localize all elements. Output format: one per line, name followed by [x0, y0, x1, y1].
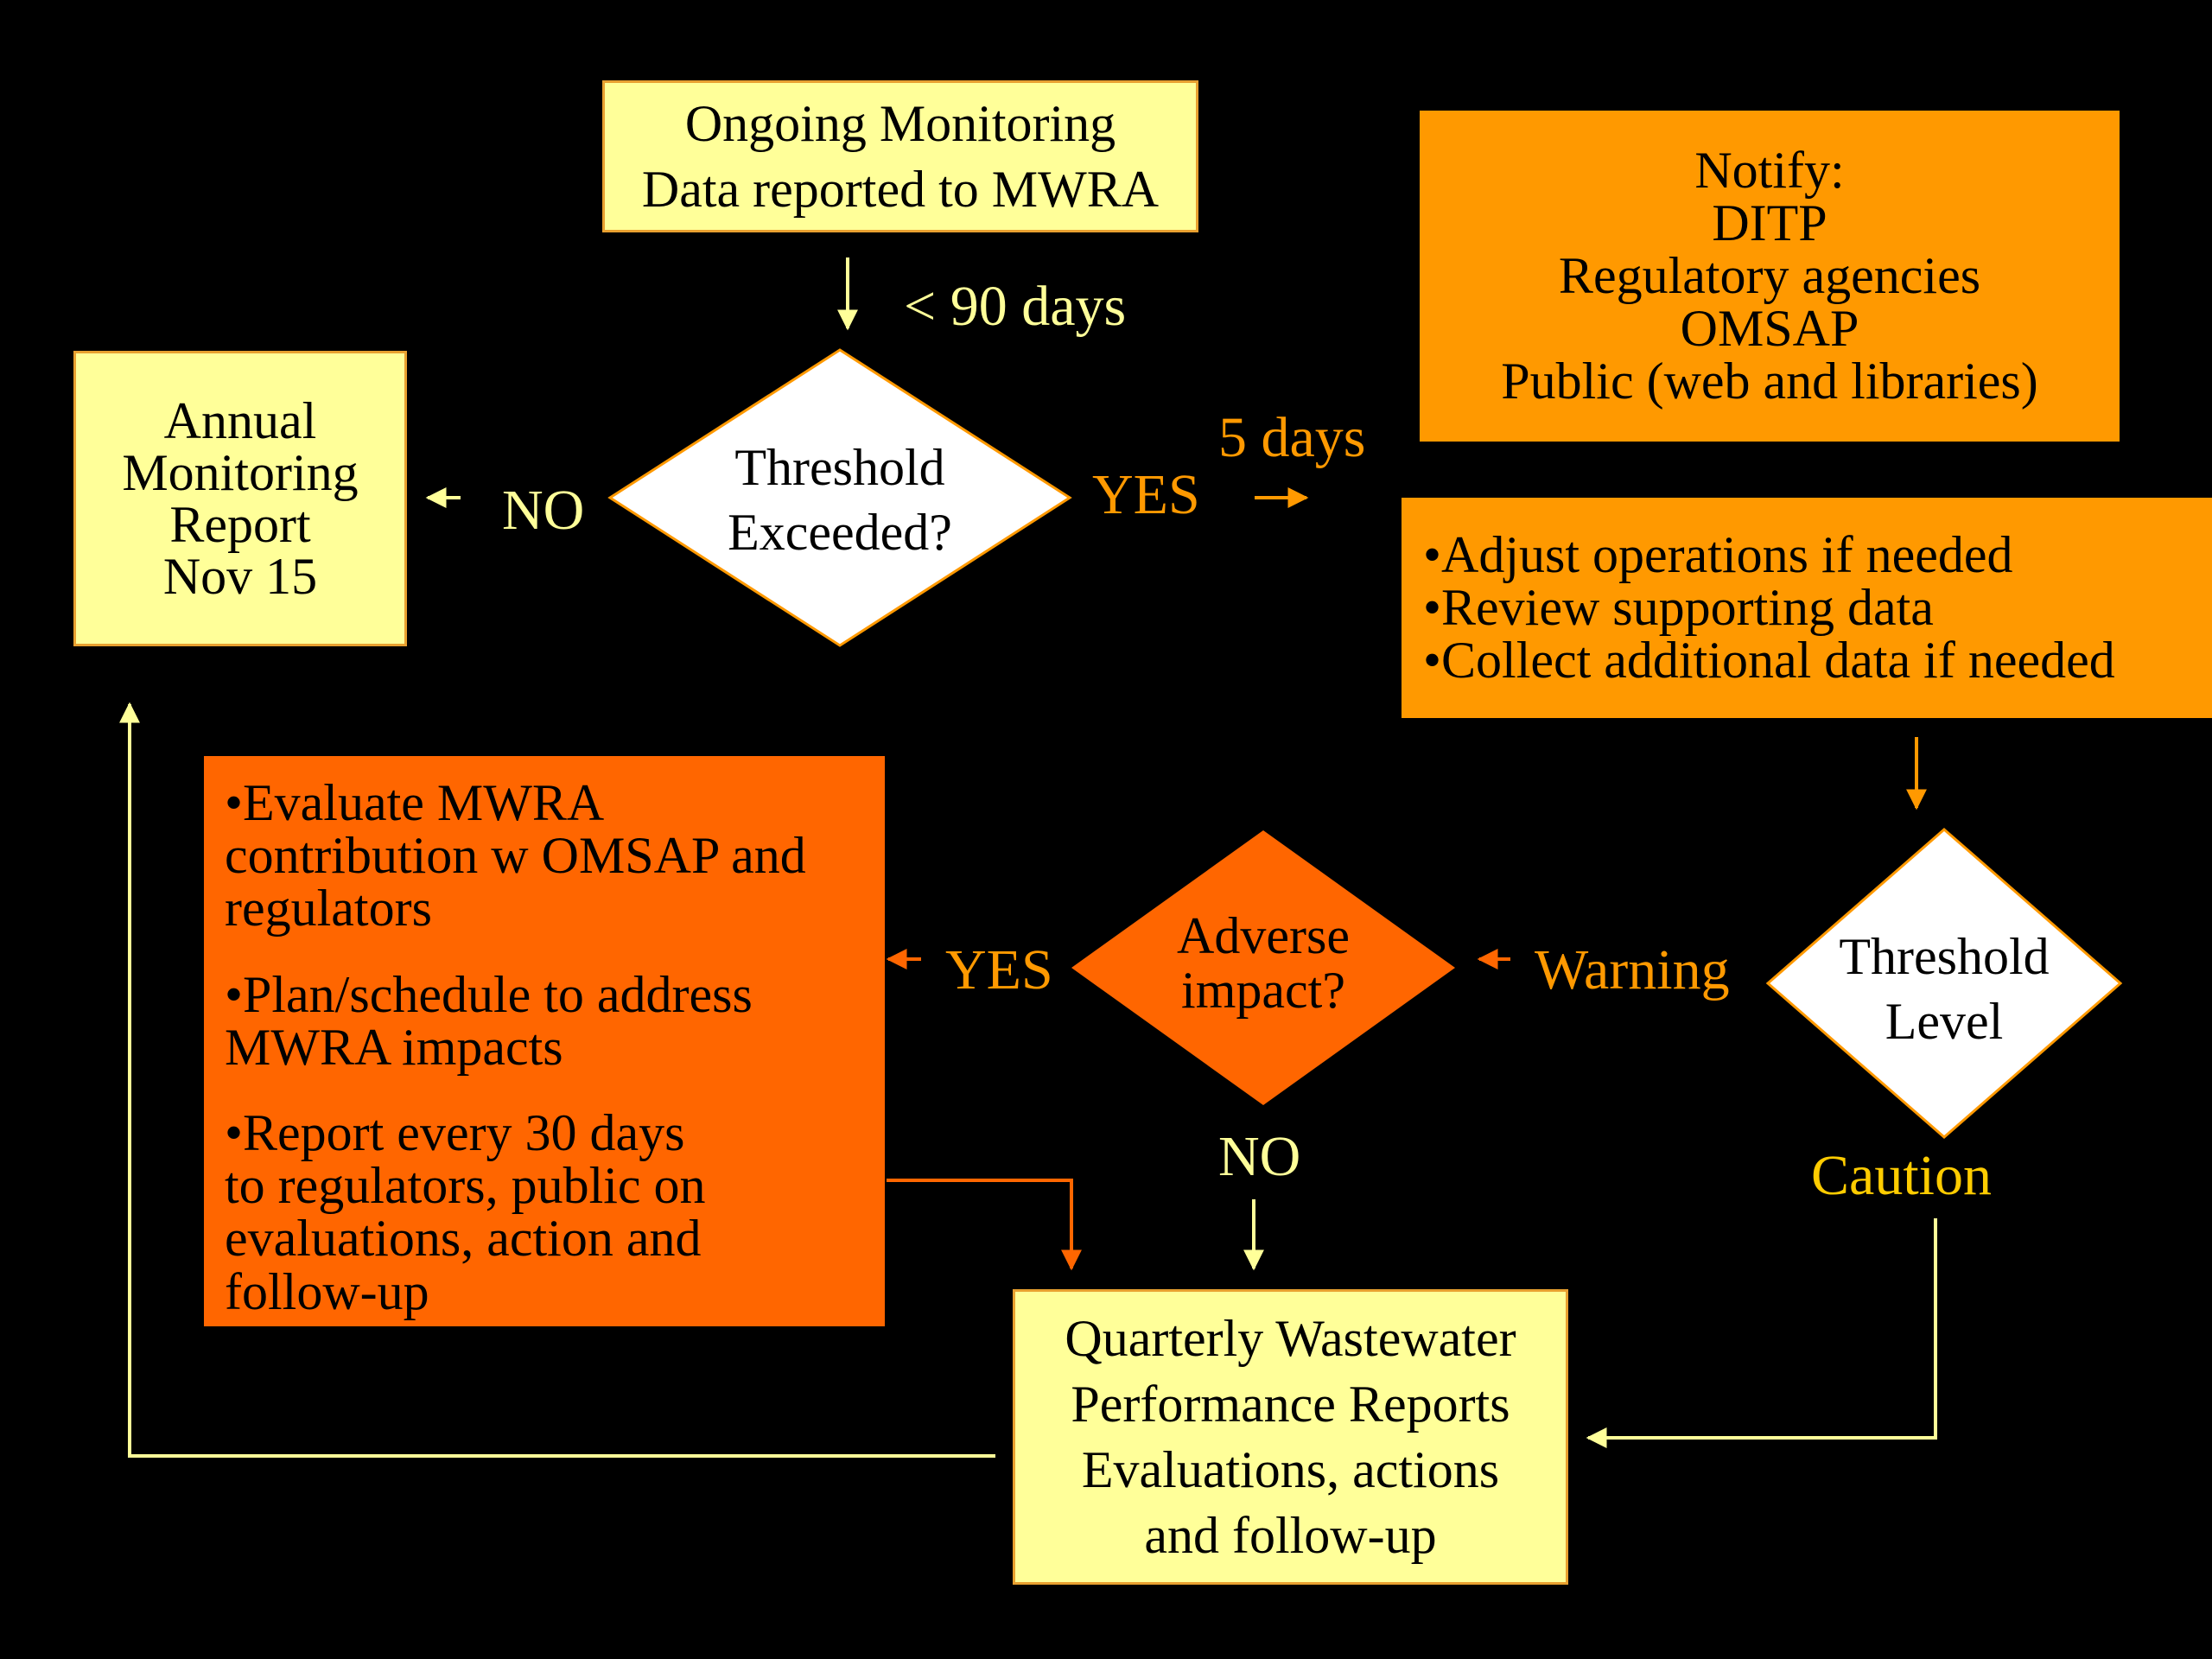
ongoing-line1: Ongoing Monitoring — [684, 94, 1116, 152]
adverse-impact-diamond — [1071, 830, 1455, 1105]
arrow-quarterly-to-annual — [119, 702, 995, 1458]
quarterly-line3: Evaluations, actions — [1081, 1441, 1500, 1498]
notify-box: Notify: DITP Regulatory agencies OMSAP P… — [1420, 111, 2120, 442]
evaluate-p2-line1: •Plan/schedule to address — [225, 965, 753, 1023]
ongoing-line2: Data reported to MWRA — [641, 161, 1160, 218]
yes-bottom-label: YES — [945, 938, 1053, 1001]
quarterly-line1: Quarterly Wastewater — [1065, 1309, 1516, 1367]
quarterly-reports-box: Quarterly Wastewater Performance Reports… — [1013, 1289, 1568, 1585]
evaluate-p1-line3: regulators — [225, 880, 432, 938]
caution-label: Caution — [1811, 1144, 1992, 1207]
notify-line3: Regulatory agencies — [1558, 246, 1981, 304]
ongoing-monitoring-box: Ongoing Monitoring Data reported to MWRA — [602, 80, 1198, 232]
threshold-level-line1: Threshold — [1839, 928, 2050, 985]
evaluate-p2-line2: MWRA impacts — [225, 1018, 563, 1076]
adjust-item1: •Adjust operations if needed — [1423, 525, 2013, 583]
notify-line2: DITP — [1712, 194, 1827, 251]
arrow-caution-to-quarterly — [1586, 1218, 1937, 1448]
threshold-exceeded-text: Threshold Exceeded? — [667, 435, 1013, 565]
evaluate-p1-line1: •Evaluate MWRA — [225, 774, 605, 831]
threshold-exceeded-diamond — [607, 348, 1072, 647]
threshold-level-text: Threshold Level — [1771, 925, 2117, 1054]
adverse-line2: impact? — [1181, 962, 1345, 1019]
yes-top-label: YES — [1092, 463, 1200, 526]
notify-line4: OMSAP — [1680, 300, 1859, 358]
quarterly-line4: and follow-up — [1144, 1507, 1437, 1565]
annual-line3: Report — [169, 496, 311, 553]
annual-line4: Nov 15 — [162, 548, 318, 605]
annual-line2: Monitoring — [122, 444, 359, 501]
evaluate-p1-line2: contribution w OMSAP and — [225, 827, 806, 885]
quarterly-line2: Performance Reports — [1071, 1375, 1510, 1433]
threshold-exceeded-line1: Threshold — [734, 439, 945, 496]
adjust-item3: •Collect additional data if needed — [1423, 632, 2115, 690]
threshold-level-line2: Level — [1885, 993, 2004, 1050]
notify-line5: Public (web and libraries) — [1501, 353, 2038, 410]
annual-report-box: Annual Monitoring Report Nov 15 — [73, 351, 407, 646]
notify-line1: Notify: — [1694, 141, 1845, 199]
adverse-impact-text: Adverse impact? — [1090, 909, 1436, 1018]
evaluate-p3-line4: follow-up — [225, 1262, 429, 1320]
no-bottom-label: NO — [1218, 1125, 1301, 1188]
adjust-operations-box: •Adjust operations if needed •Review sup… — [1402, 498, 2212, 718]
evaluate-p3-line1: •Report every 30 days — [225, 1103, 685, 1161]
threshold-exceeded-line2: Exceeded? — [728, 504, 952, 561]
threshold-level-diamond — [1765, 828, 2123, 1139]
annual-line1: Annual — [163, 392, 317, 449]
no-top-label: NO — [502, 479, 585, 542]
days-90-label: < 90 days — [904, 275, 1127, 338]
evaluate-p3-line3: evaluations, action and — [225, 1210, 702, 1268]
evaluate-box: •Evaluate MWRA contribution w OMSAP and … — [204, 756, 885, 1326]
warning-label: Warning — [1535, 938, 1730, 1001]
adverse-line1: Adverse — [1177, 907, 1350, 964]
days-5-label: 5 days — [1218, 406, 1366, 469]
evaluate-p3-line2: to regulators, public on — [225, 1157, 706, 1215]
adjust-item2: •Review supporting data — [1423, 578, 1934, 636]
arrow-evaluate-to-quarterly — [887, 1179, 1082, 1271]
